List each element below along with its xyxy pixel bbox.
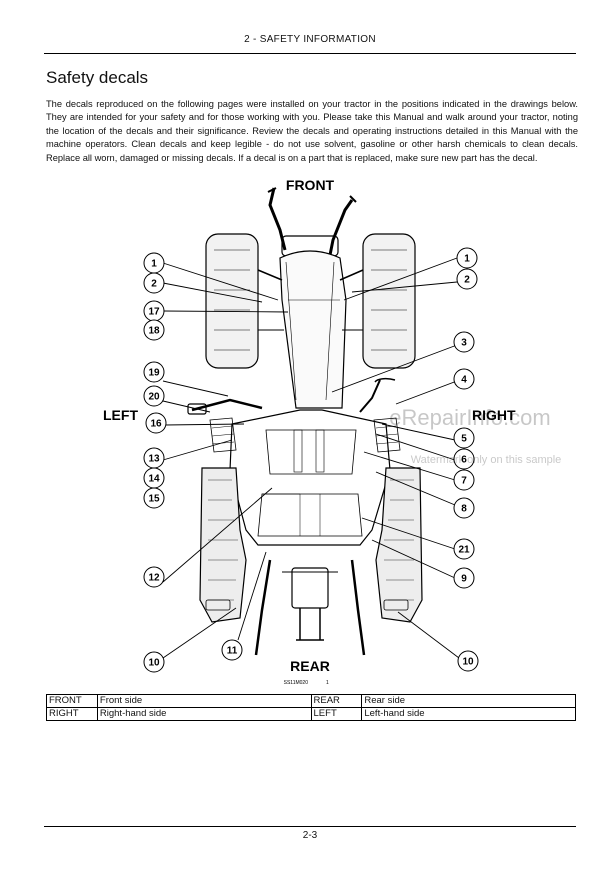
watermark-sub: Watermark only on this sample: [411, 454, 562, 466]
svg-text:20: 20: [148, 392, 160, 403]
callout-1-left: 1: [143, 252, 165, 274]
legend-value: Left-hand side: [361, 707, 576, 721]
footer-rule: [44, 826, 576, 827]
svg-text:15: 15: [148, 494, 160, 505]
rear-label: REAR: [290, 658, 330, 674]
svg-text:2: 2: [464, 275, 470, 286]
callout-leaders: [162, 257, 460, 659]
callout-15: 15: [143, 487, 165, 509]
svg-text:19: 19: [148, 368, 160, 379]
tractor-decal-diagram: 1 2 17 18 19 20 16 13 14 15 12 10 11 1 2…: [103, 177, 562, 686]
svg-text:5: 5: [461, 434, 467, 445]
svg-text:21: 21: [458, 545, 470, 556]
callout-20: 20: [143, 385, 165, 407]
svg-text:10: 10: [462, 657, 474, 668]
callout-21: 21: [453, 538, 475, 560]
left-label: LEFT: [103, 407, 138, 423]
svg-text:1: 1: [464, 254, 470, 265]
callout-11: 11: [221, 639, 243, 661]
svg-text:8: 8: [461, 504, 467, 515]
svg-text:1: 1: [151, 259, 157, 270]
table-row: FRONT Front side REAR Rear side: [46, 694, 576, 708]
right-label: RIGHT: [472, 407, 516, 423]
callout-12: 12: [143, 566, 165, 588]
svg-text:3: 3: [461, 338, 467, 349]
page-title: Safety decals: [46, 68, 149, 87]
svg-text:14: 14: [148, 474, 160, 485]
figure-number: 1: [326, 680, 329, 686]
callouts: 1 2 17 18 19 20 16 13 14 15 12 10 11 1 2…: [143, 247, 479, 673]
svg-text:17: 17: [148, 307, 160, 318]
legend-key: RIGHT: [46, 707, 98, 721]
front-label: FRONT: [286, 177, 335, 193]
callout-2-left: 2: [143, 272, 165, 294]
legend-value: Rear side: [361, 694, 576, 708]
legend-key: FRONT: [46, 694, 98, 708]
callout-8: 8: [453, 497, 475, 519]
legend-key: LEFT: [310, 707, 363, 721]
page-number: 2-3: [302, 830, 318, 841]
svg-text:12: 12: [148, 573, 160, 584]
section-header: 2 - SAFETY INFORMATION: [244, 34, 376, 45]
callout-7: 7: [453, 469, 475, 491]
legend-table: FRONT Front side REAR Rear side RIGHT Ri…: [46, 694, 576, 721]
watermark-main: eRepairInfo.com: [389, 405, 550, 430]
svg-text:9: 9: [461, 574, 467, 585]
svg-text:13: 13: [148, 454, 160, 465]
callout-9: 9: [453, 567, 475, 589]
svg-text:18: 18: [148, 326, 160, 337]
svg-text:2: 2: [151, 279, 157, 290]
callout-17: 17: [143, 300, 165, 322]
header-rule: [44, 53, 576, 54]
callout-16: 16: [145, 412, 167, 434]
intro-paragraph: The decals reproduced on the following p…: [46, 99, 578, 163]
svg-text:16: 16: [150, 419, 162, 430]
callout-18: 18: [143, 319, 165, 341]
legend-key: REAR: [310, 694, 363, 708]
callout-14: 14: [143, 467, 165, 489]
table-row: RIGHT Right-hand side LEFT Left-hand sid…: [46, 707, 576, 721]
svg-text:11: 11: [227, 646, 238, 657]
callout-10-left: 10: [143, 651, 165, 673]
svg-text:6: 6: [461, 455, 467, 466]
callout-10-right: 10: [457, 650, 479, 672]
svg-text:10: 10: [148, 658, 160, 669]
tractor-drawing: [187, 187, 423, 656]
callout-4: 4: [453, 368, 475, 390]
svg-text:7: 7: [461, 476, 467, 487]
callout-6: 6: [453, 448, 475, 470]
legend-value: Front side: [96, 694, 312, 708]
callout-19: 19: [143, 361, 165, 383]
callout-2-right: 2: [456, 268, 478, 290]
legend-value: Right-hand side: [96, 707, 312, 721]
callout-3: 3: [453, 331, 475, 353]
callout-5: 5: [453, 427, 475, 449]
callout-1-right: 1: [456, 247, 478, 269]
svg-text:4: 4: [461, 375, 467, 386]
callout-13: 13: [143, 447, 165, 469]
figure-ref: SS11M020: [284, 680, 309, 686]
